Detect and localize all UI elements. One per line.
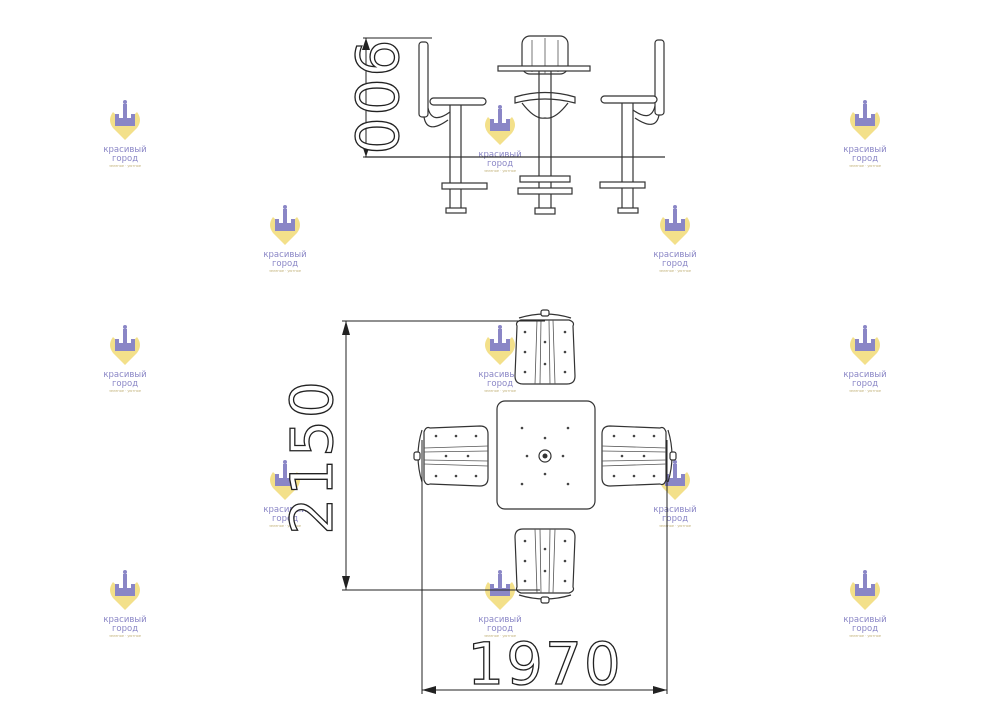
watermark-tagline: зеленое · уютное bbox=[484, 169, 516, 173]
watermark-tagline: зеленое · уютное bbox=[269, 524, 301, 528]
watermark-line1: красивый bbox=[843, 370, 886, 380]
table-bolts bbox=[520, 426, 570, 486]
watermark-tagline: зеленое · уютное bbox=[659, 524, 691, 528]
dimension-width: 1970 bbox=[421, 440, 668, 699]
watermark-line1: красивый bbox=[843, 145, 886, 155]
plan-view: 2150 1970 bbox=[277, 309, 677, 699]
watermark-line1: красивый bbox=[653, 505, 696, 515]
watermark-tagline: зеленое · уютное bbox=[849, 164, 881, 168]
watermark-tagline: зеленое · уютное bbox=[109, 389, 141, 393]
watermark-tagline: зеленое · уютное bbox=[849, 389, 881, 393]
dimension-height: 900 bbox=[341, 37, 432, 158]
dimension-depth: 2150 bbox=[277, 320, 545, 591]
plan-seat-left bbox=[413, 425, 489, 487]
watermark-line2: город bbox=[852, 624, 878, 634]
watermark-tagline: зеленое · уютное bbox=[484, 389, 516, 393]
watermark-line2: город bbox=[487, 624, 513, 634]
plan-seat-bottom bbox=[514, 528, 576, 604]
side-chair-right bbox=[599, 39, 665, 214]
table-post bbox=[538, 449, 552, 463]
side-elevation: 900 bbox=[341, 35, 665, 215]
watermark-line2: город bbox=[112, 154, 138, 164]
watermark-tagline: зеленое · уютное bbox=[659, 269, 691, 273]
watermark-line1: красивый bbox=[103, 145, 146, 155]
watermark-line1: красивый bbox=[478, 370, 521, 380]
watermark-line2: город bbox=[487, 379, 513, 389]
watermark-line1: красивый bbox=[478, 615, 521, 625]
side-chair-middle bbox=[497, 35, 591, 215]
watermark-line1: красивый bbox=[103, 615, 146, 625]
watermark-tagline: зеленое · уютное bbox=[109, 634, 141, 638]
watermark-line1: красивый bbox=[478, 150, 521, 160]
watermark-tagline: зеленое · уютное bbox=[109, 164, 141, 168]
watermark-line2: город bbox=[662, 514, 688, 524]
watermark-line2: город bbox=[852, 379, 878, 389]
watermark-line2: город bbox=[852, 154, 878, 164]
watermark-line2: город bbox=[487, 159, 513, 169]
watermark-line1: красивый bbox=[263, 250, 306, 260]
side-chair-left bbox=[418, 41, 488, 214]
watermark-tagline: зеленое · уютное bbox=[484, 634, 516, 638]
depth-dimension-label: 2150 bbox=[278, 379, 346, 535]
watermark-line2: город bbox=[112, 624, 138, 634]
watermark-tagline: зеленое · уютное bbox=[849, 634, 881, 638]
watermark-line2: город bbox=[662, 259, 688, 269]
height-dimension-label: 900 bbox=[342, 40, 410, 157]
watermark-line2: город bbox=[112, 379, 138, 389]
watermark-line1: красивый bbox=[843, 615, 886, 625]
width-dimension-label: 1970 bbox=[467, 630, 623, 698]
watermark-tagline: зеленое · уютное bbox=[269, 269, 301, 273]
watermark-line1: красивый bbox=[653, 250, 696, 260]
watermark-line1: красивый bbox=[263, 505, 306, 515]
plan-seat-right bbox=[601, 425, 677, 487]
watermark-line2: город bbox=[272, 259, 298, 269]
watermark-line1: красивый bbox=[103, 370, 146, 380]
watermark-line2: город bbox=[272, 514, 298, 524]
